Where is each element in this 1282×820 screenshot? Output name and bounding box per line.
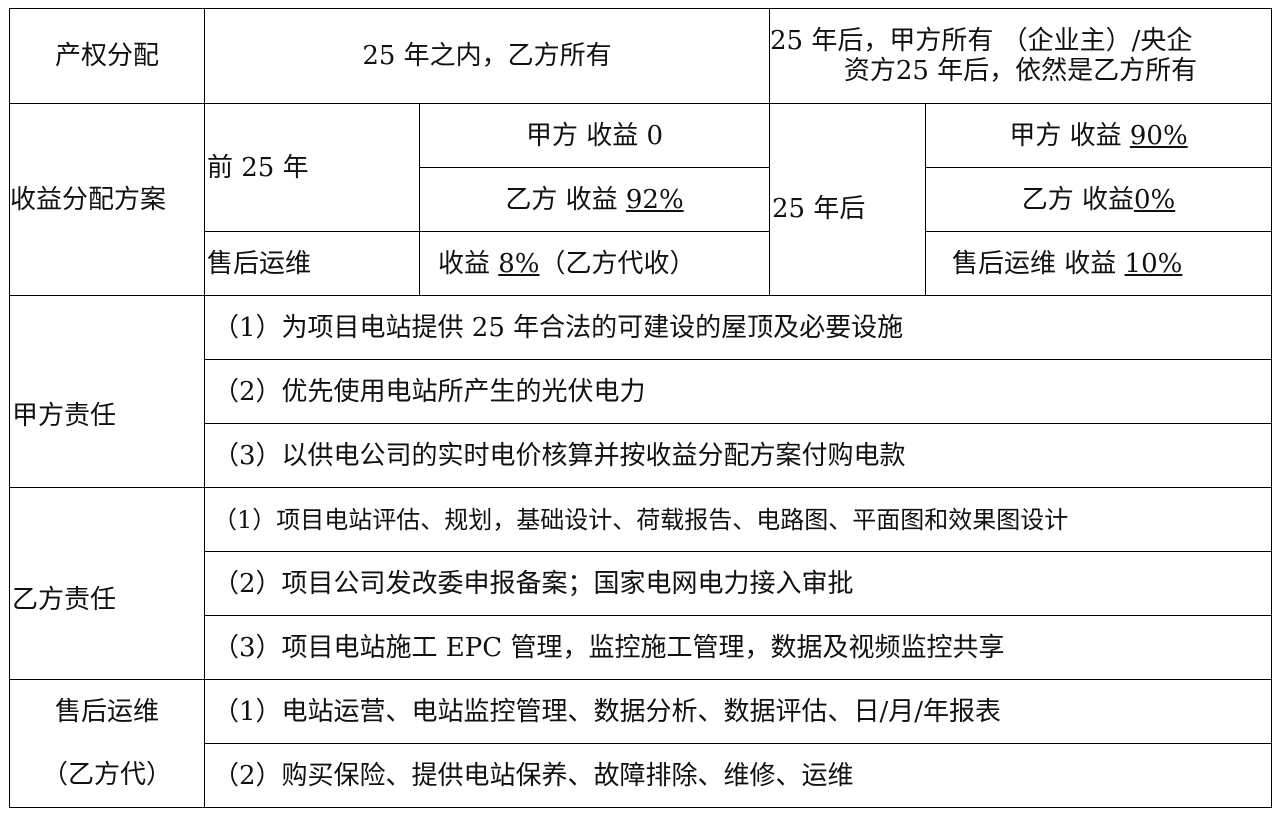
after-sales-item: （1）电站运营、电站监控管理、数据分析、数据评估、日/月/年报表 <box>204 679 1272 744</box>
revenue-after-sales-post: （乙方代收） <box>539 248 696 279</box>
ownership-label: 产权分配 <box>9 8 205 104</box>
party-b-duty-item: （3）项目电站施工 EPC 管理，监控施工管理，数据及视频监控共享 <box>204 615 1272 680</box>
revenue-after-after-sales-value: 10% <box>1124 248 1183 279</box>
revenue-party-b-value: 92% <box>625 184 684 215</box>
party-a-duty-item: （3）以供电公司的实时电价核算并按收益分配方案付购电款 <box>204 423 1272 488</box>
after-sales-label-line2: （乙方代） <box>41 760 172 791</box>
revenue-after-after-sales: 售后运维 收益 10% <box>925 231 1272 296</box>
after-sales-label: 售后运维 （乙方代） <box>9 679 205 808</box>
revenue-after-party-a-label: 甲方 收益 <box>1009 120 1130 151</box>
revenue-after-party-b-value: 0% <box>1134 184 1176 215</box>
ownership-after-25: 25 年后，甲方所有 （企业主）/央企 资方25 年后，依然是乙方所有 <box>769 8 1272 104</box>
revenue-after-after-sales-label: 售后运维 收益 <box>952 248 1125 279</box>
after-sales-item: （2）购买保险、提供电站保养、故障排除、维修、运维 <box>204 743 1272 808</box>
revenue-party-b: 乙方 收益 92% <box>419 167 770 232</box>
revenue-after-party-b-label: 乙方 收益 <box>1021 184 1134 215</box>
revenue-party-a: 甲方 收益 0 <box>419 103 770 168</box>
ownership-after-25-line1: 25 年后，甲方所有 （企业主）/央企 <box>770 26 1193 56</box>
revenue-after-party-b: 乙方 收益 0% <box>925 167 1272 232</box>
party-b-duty-item: （1）项目电站评估、规划，基础设计、荷载报告、电路图、平面图和效果图设计 <box>204 487 1272 552</box>
revenue-before-label: 前 25 年 <box>204 103 420 232</box>
revenue-after-party-a-value: 90% <box>1129 120 1188 151</box>
revenue-after-sales-pre: 收益 <box>438 248 499 279</box>
party-a-duty-label: 甲方责任 <box>9 295 205 488</box>
party-a-duty-item: （1）为项目电站提供 25 年合法的可建设的屋顶及必要设施 <box>204 295 1272 360</box>
ownership-after-25-line2: 资方25 年后，依然是乙方所有 <box>843 56 1198 86</box>
agreement-table: 产权分配 25 年之内，乙方所有 25 年后，甲方所有 （企业主）/央企 资方2… <box>9 8 1272 808</box>
ownership-first-25: 25 年之内，乙方所有 <box>204 8 770 104</box>
party-a-duty-item: （2）优先使用电站所产生的光伏电力 <box>204 359 1272 424</box>
revenue-after-party-a: 甲方 收益 90% <box>925 103 1272 168</box>
revenue-after-sales-value: 8% <box>498 248 540 279</box>
revenue-party-b-label: 乙方 收益 <box>505 184 626 215</box>
revenue-party-a-label: 甲方 收益 <box>525 120 647 151</box>
after-sales-label-line1: 售后运维 <box>54 696 159 727</box>
revenue-party-a-value: 0 <box>646 120 664 151</box>
revenue-after-sales: 收益 8% （乙方代收） <box>419 231 770 296</box>
revenue-after-label: 25 年后 <box>769 103 926 296</box>
party-b-duty-label: 乙方责任 <box>9 487 205 680</box>
party-b-duty-item: （2）项目公司发改委申报备案；国家电网电力接入审批 <box>204 551 1272 616</box>
revenue-after-sales-label: 售后运维 <box>204 231 420 296</box>
revenue-label: 收益分配方案 <box>9 103 205 296</box>
